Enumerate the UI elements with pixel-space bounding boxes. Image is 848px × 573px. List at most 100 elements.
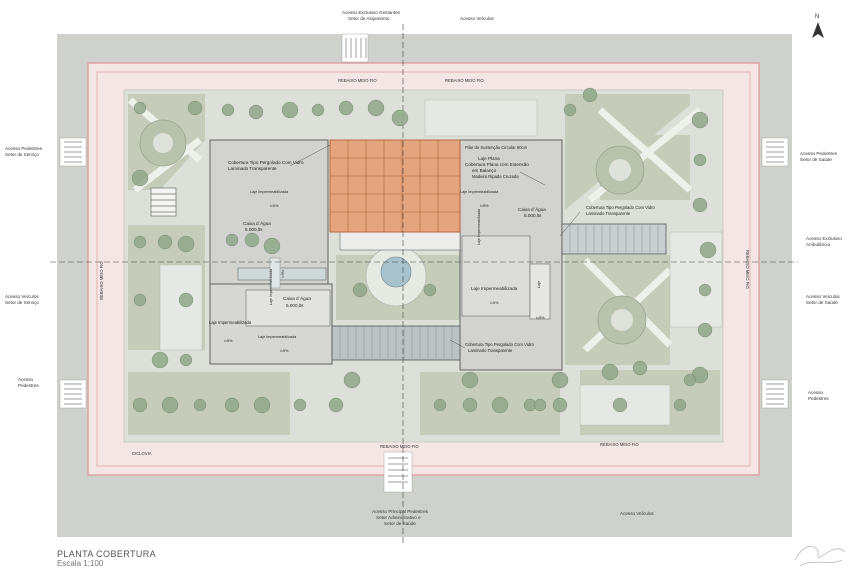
palm-tree-icon — [157, 234, 173, 250]
roof-block-east-inner — [461, 235, 531, 317]
note-slab-right: Laje Impermeabilizada — [471, 286, 518, 291]
note-slope-right-2: i=5% — [536, 316, 545, 320]
palm-tree-icon — [423, 283, 437, 297]
palm-tree-icon — [221, 103, 235, 117]
palm-tree-icon — [328, 397, 344, 413]
access-left-top-1: Acesso Pedestres — [5, 146, 43, 151]
street-label-right: REBAIXO MEIO FIO — [745, 250, 750, 289]
palm-tree-icon — [161, 396, 179, 414]
palm-tree-icon — [293, 398, 307, 412]
roof-blocks — [209, 139, 563, 371]
palm-tree-icon — [133, 101, 147, 115]
access-top-left-1: Acesso Exclusivo Gestantes — [342, 10, 401, 15]
access-left-bottom-2: Pedestres — [18, 383, 39, 388]
access-top-right: Acesso Veículos — [460, 16, 494, 21]
palm-tree-icon — [491, 396, 509, 414]
access-right-top-2: Setor de Saúde — [800, 157, 832, 162]
access-right-mid2-2: Setor de Saúde — [806, 300, 838, 305]
access-top-left-2: Setor de Alojamento — [348, 16, 390, 21]
roof-block-east-strip — [529, 263, 551, 320]
palm-tree-icon — [367, 99, 385, 117]
palm-tree-icon — [563, 103, 577, 117]
access-right-mid2-1: Acesso Veículos — [806, 294, 840, 299]
palm-tree-icon — [132, 397, 148, 413]
palm-tree-icon — [461, 371, 479, 389]
palm-tree-icon — [673, 398, 687, 412]
palm-tree-icon — [551, 371, 569, 389]
palm-tree-icon — [391, 109, 409, 127]
drawing-scale: Escala 1:100 — [57, 559, 104, 568]
note-flat-slab-4: Madeira Ripada Cruzada — [472, 174, 519, 179]
signature-sketch — [794, 545, 846, 567]
access-bottom-center-3: Setor de Saúde — [384, 521, 416, 526]
note-flat-slab-2: Cobertura Plana com Extensão — [465, 162, 529, 167]
note-slab-left: Laje Impermeabilizada — [250, 190, 289, 194]
note-tank-right-1: Caixa d´Água — [518, 206, 546, 212]
access-right-mid1-1: Acesso Exclusivo — [806, 236, 842, 241]
access-bottom-right: Acesso Veículos — [620, 511, 654, 516]
palm-tree-icon — [352, 282, 368, 298]
palm-tree-icon — [224, 397, 240, 413]
note-slope-vert: i=5% — [281, 269, 285, 278]
note-pergola-left-2: Laminado Transparente — [228, 166, 277, 171]
roof-block-west-inner — [245, 289, 331, 327]
note-flat-slab-1: Laje Plana — [478, 156, 500, 161]
access-labels: Acesso Exclusivo Gestantes Setor de Aloj… — [5, 10, 842, 526]
palm-tree-icon — [225, 233, 239, 247]
access-right-top-1: Acesso Pedestres — [800, 151, 838, 156]
roof-annotations: Cobertura Tipo Pergolado Com Vidro Lamin… — [209, 145, 655, 353]
note-pillar: Pilar de Sustenção Circular 60cm — [465, 145, 528, 150]
note-tank-left-1: Caixa d´Água — [243, 220, 271, 226]
palm-tree-icon — [178, 292, 194, 308]
note-slope-mid: i=5% — [280, 349, 289, 353]
note-tank-mid-1: Caixa d´Água — [283, 295, 311, 301]
palm-tree-icon — [131, 169, 149, 187]
palm-tree-icon — [683, 373, 697, 387]
note-pergola-bottom-2: Laminado Transparente — [468, 348, 513, 353]
palm-tree-icon — [533, 398, 547, 412]
note-tank-left-2: 5.000,lts — [245, 227, 263, 232]
access-left-bottom-1: Acesso — [18, 377, 34, 382]
access-left-mid-2: Setor de Serviço — [5, 300, 39, 305]
palm-tree-icon — [338, 100, 354, 116]
pergola-roof — [329, 139, 461, 233]
note-slope-right: i=5% — [490, 301, 499, 305]
palm-tree-icon — [632, 360, 648, 376]
palm-tree-icon — [552, 397, 568, 413]
street-labels: REBAIXO MEIO FIO REBAIXO MEIO FIO REBAIX… — [99, 78, 750, 456]
access-bottom-center-1: Acesso Principal Pedestres — [372, 509, 429, 514]
street-label-top-left: REBAIXO MEIO FIO — [338, 78, 377, 83]
note-slope-right-top: i=5% — [480, 204, 489, 208]
note-slope-left-2: i=5% — [224, 339, 233, 343]
note-slab-vert-1: Laje Impermeabilizada — [269, 269, 273, 305]
access-right-bottom-1: Acesso — [808, 390, 824, 395]
palm-tree-icon — [582, 87, 598, 103]
palm-tree-icon — [133, 235, 147, 249]
palm-tree-icon — [253, 396, 271, 414]
note-slope-left-1: i=5% — [270, 204, 279, 208]
sidewalk-inner-curb — [96, 71, 751, 467]
leader-lines — [289, 144, 581, 349]
palm-tree-icon — [698, 283, 712, 297]
street-label-bottom-right: REBAIXO MEIO FIO — [600, 442, 639, 447]
drawing-title: PLANTA COBERTURA — [57, 549, 157, 559]
palm-tree-icon — [177, 235, 195, 253]
access-left-top-2: Setor de Serviço — [5, 152, 39, 157]
palm-tree-icon — [699, 241, 717, 259]
parking-pad-left — [159, 264, 203, 351]
street-label-bottom-center: REBAIXO MEIO FIO — [380, 444, 419, 449]
palm-tree-icon — [187, 100, 203, 116]
palm-tree-icon — [311, 103, 325, 117]
note-slab-right-top: Laje Impermeabilizada — [460, 190, 499, 194]
palm-tree-icon — [691, 111, 709, 129]
palm-tree-icon — [433, 398, 447, 412]
palm-tree-icon — [248, 104, 264, 120]
courtyard-fountain — [365, 245, 427, 307]
palm-tree-icon — [263, 237, 281, 255]
palm-tree-icon — [343, 371, 361, 389]
street-label-left: REBAIXO MEIO FIO — [99, 261, 104, 300]
note-slab-vert-2: Laje Impermeabilizada — [477, 209, 481, 245]
tree-group — [131, 87, 717, 414]
round-plazas — [139, 119, 647, 345]
